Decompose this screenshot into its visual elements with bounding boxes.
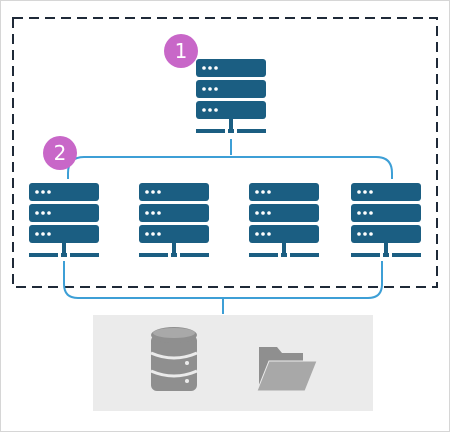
server-compute-2-icon bbox=[139, 183, 209, 257]
server-head-node-icon bbox=[196, 59, 266, 133]
folder-icon bbox=[256, 347, 318, 392]
compute-bus bbox=[67, 156, 393, 179]
badge-1-label: 1 bbox=[175, 39, 188, 63]
storage-connectors bbox=[63, 261, 383, 314]
server-compute-3-icon bbox=[249, 183, 319, 257]
storage-bus bbox=[63, 261, 383, 299]
storage-panel bbox=[93, 315, 373, 411]
badge-1: 1 bbox=[164, 34, 198, 68]
cluster-connectors bbox=[67, 139, 393, 179]
server-compute-4-icon bbox=[351, 183, 421, 257]
database-icon bbox=[150, 327, 198, 391]
cluster-boundary bbox=[12, 17, 438, 288]
badge-2-label: 2 bbox=[54, 141, 67, 165]
server-compute-1-icon bbox=[29, 183, 99, 257]
badge-2: 2 bbox=[43, 136, 77, 170]
